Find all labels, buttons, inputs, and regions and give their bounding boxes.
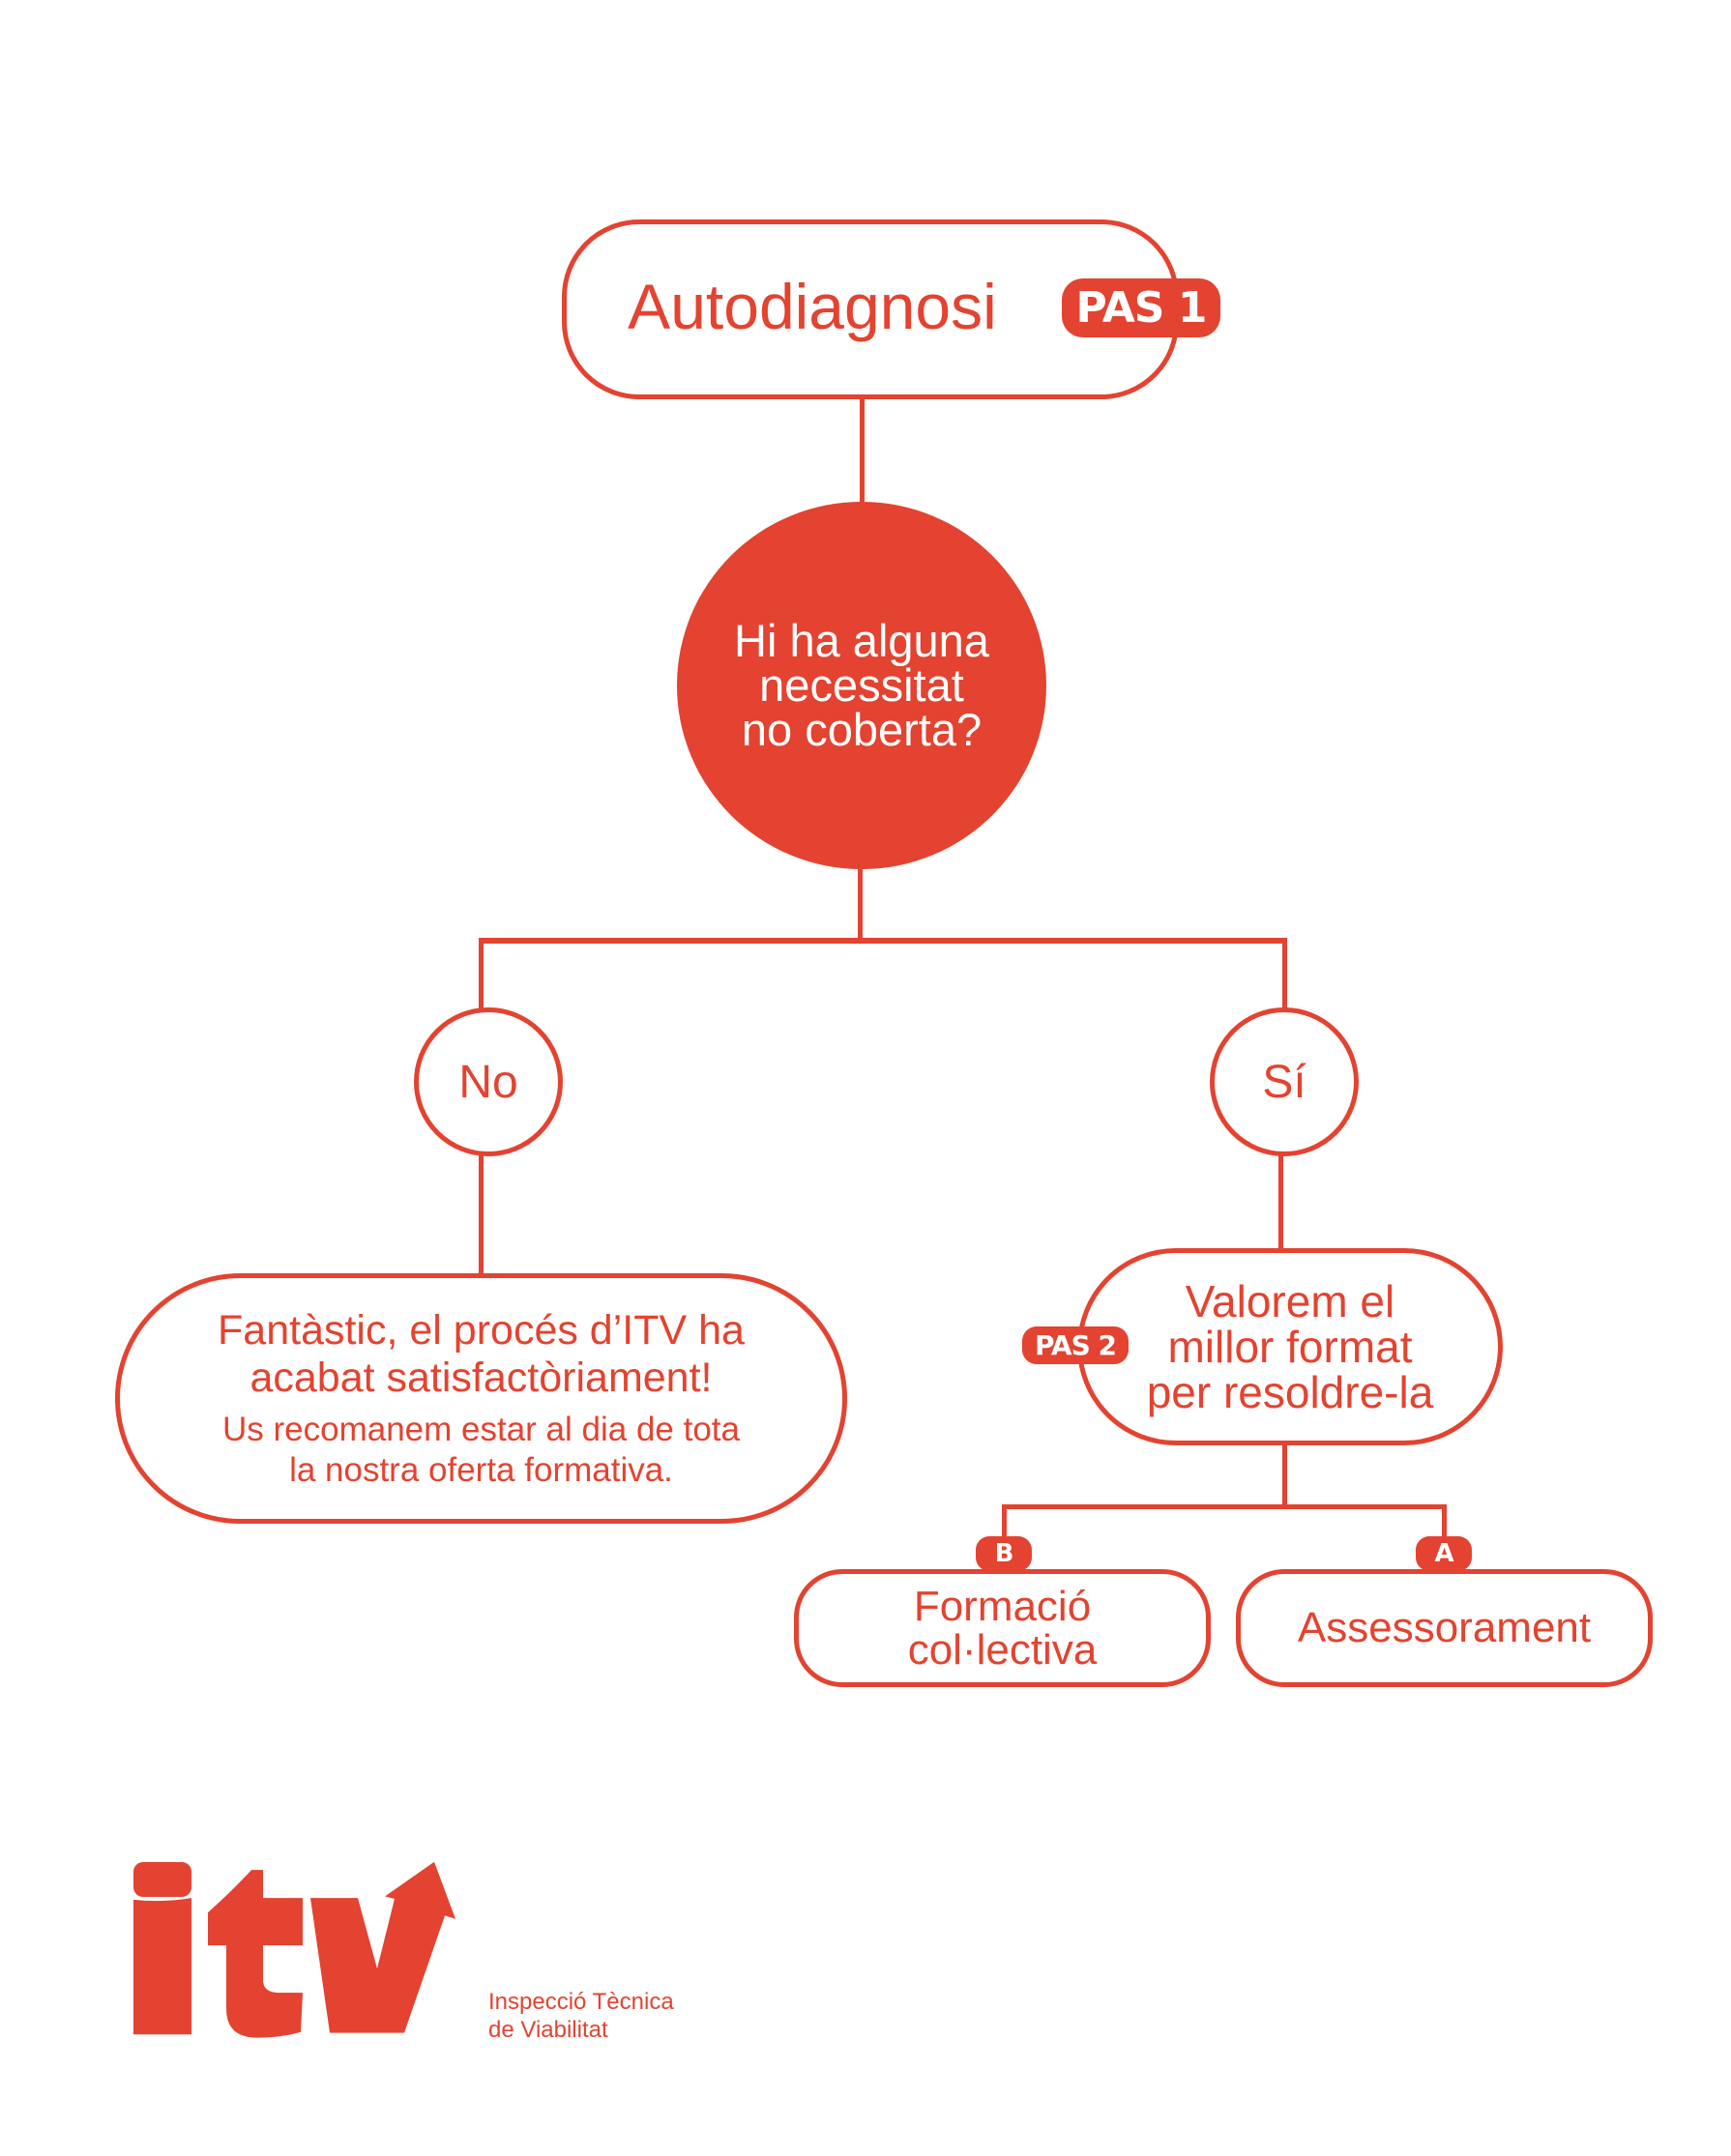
option-b-line: Formació (913, 1583, 1092, 1630)
step2-line: per resoldre-la (1146, 1366, 1434, 1417)
connector-question-branch (858, 866, 863, 941)
option-a-badge: A (1416, 1536, 1472, 1571)
answer-yes: Sí (1210, 1007, 1359, 1156)
question-line: necessitat (759, 659, 964, 711)
connector-step1-question (860, 399, 865, 506)
step1-badge: PAS 1 (1062, 278, 1220, 337)
question-line: no coberta? (741, 704, 983, 755)
no-result-box: Fantàstic, el procés d’ITV ha acabat sat… (115, 1273, 847, 1524)
no-result-headline: acabat satisfactòriament! (249, 1354, 713, 1401)
tagline-line: de Viabilitat (488, 2017, 608, 2043)
connector-option-a (1442, 1504, 1447, 1539)
step2-box: Valorem el millor format per resoldre-la (1077, 1248, 1503, 1445)
no-result-subtext: la nostra oferta formativa. (289, 1450, 673, 1489)
connector-branch-yes (1282, 938, 1287, 1010)
step1-title: Autodiagnosi (628, 271, 997, 342)
itv-logo-mark (133, 1861, 455, 2038)
tagline-line: Inspecció Tècnica (488, 1989, 674, 2015)
connector-no-result (479, 1155, 484, 1276)
step2-badge: PAS 2 (1022, 1326, 1129, 1364)
connector-step2-options (1282, 1443, 1287, 1508)
connector-options-horizontal (1002, 1504, 1447, 1509)
option-assessorament: Assessorament (1236, 1569, 1653, 1687)
connector-option-b (1002, 1504, 1007, 1539)
answer-yes-label: Sí (1262, 1056, 1306, 1108)
connector-branch-no (479, 938, 484, 1010)
step2-line: millor format (1167, 1321, 1413, 1372)
connector-branch-horizontal (479, 938, 1287, 944)
question-node: Hi ha alguna necessitat no coberta? (677, 502, 1046, 869)
option-b-badge: B (976, 1536, 1032, 1571)
connector-yes-step2 (1278, 1155, 1283, 1250)
logo-tagline: Inspecció Tècnica de Viabilitat (488, 1988, 674, 2044)
option-b-line: col·lectiva (907, 1626, 1098, 1674)
no-result-headline: Fantàstic, el procés d’ITV ha (218, 1306, 745, 1354)
answer-no: No (414, 1007, 563, 1156)
option-a-line: Assessorament (1297, 1604, 1592, 1651)
answer-no-label: No (458, 1056, 518, 1108)
no-result-subtext: Us recomanem estar al dia de tota (222, 1410, 740, 1448)
question-line: Hi ha alguna (734, 615, 989, 666)
option-formacio-collectiva: Formació col·lectiva (794, 1569, 1211, 1687)
step2-line: Valorem el (1185, 1275, 1395, 1326)
itv-logo (132, 1856, 518, 2045)
